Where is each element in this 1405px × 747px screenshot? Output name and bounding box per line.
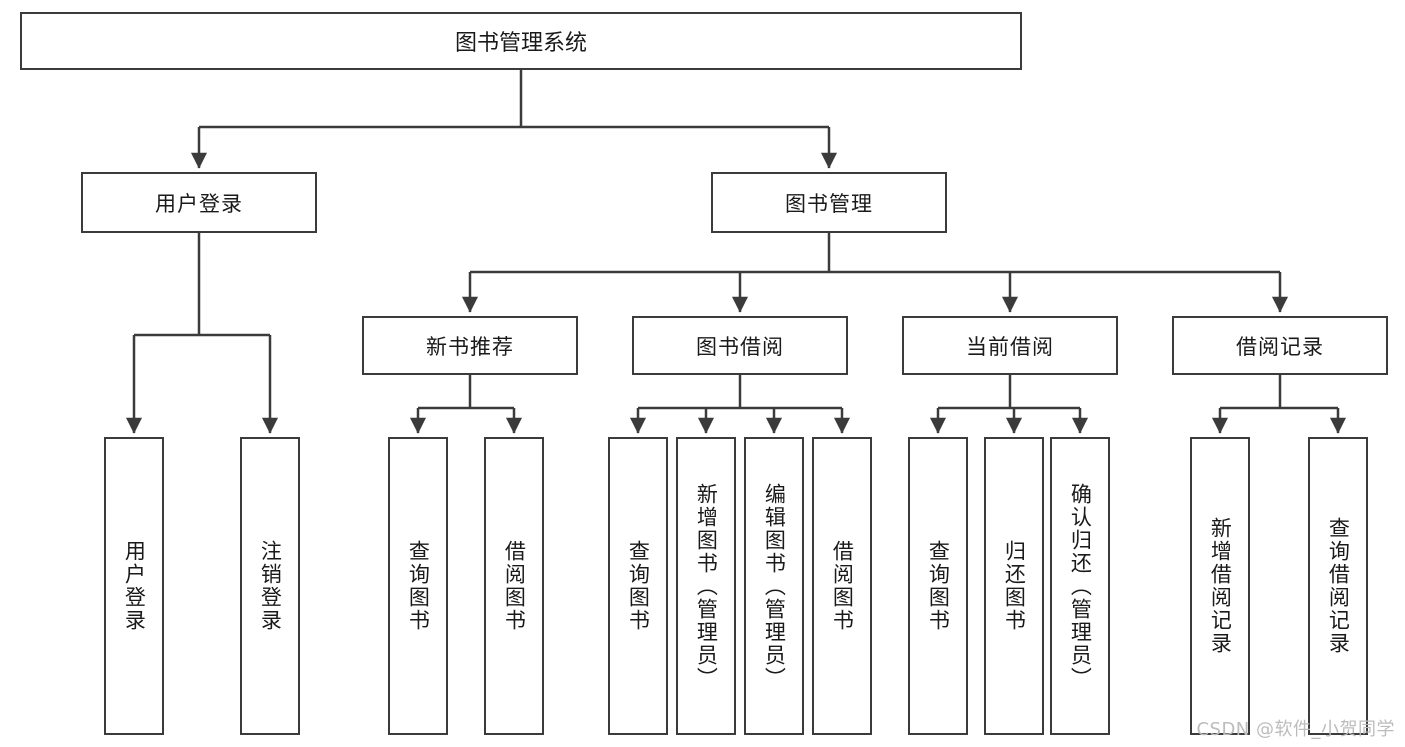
node-book-manage-label: 图书管理	[785, 191, 873, 216]
node-user-login[interactable]: 用户登录	[81, 172, 317, 233]
node-leaf-borrow-book-2[interactable]: 借阅图书	[812, 437, 872, 735]
node-leaf-query-book-1[interactable]: 查询图书	[388, 437, 448, 735]
node-leaf-borrow-book-2-label: 借阅图书	[830, 540, 855, 632]
node-book-borrow[interactable]: 图书借阅	[632, 316, 848, 375]
node-current-borrow-label: 当前借阅	[966, 334, 1054, 359]
node-book-borrow-label: 图书借阅	[696, 334, 784, 359]
node-leaf-query-record[interactable]: 查询借阅记录	[1308, 437, 1368, 735]
node-borrow-record[interactable]: 借阅记录	[1172, 316, 1388, 375]
node-leaf-edit-book-label: 编辑图书（管理员）	[762, 482, 787, 690]
node-leaf-return-book-label: 归还图书	[1002, 540, 1027, 632]
node-leaf-edit-book[interactable]: 编辑图书（管理员）	[744, 437, 804, 735]
node-root[interactable]: 图书管理系统	[20, 12, 1022, 70]
node-leaf-query-book-1-label: 查询图书	[406, 540, 431, 632]
node-leaf-add-book-label: 新增图书（管理员）	[694, 482, 719, 690]
node-root-label: 图书管理系统	[454, 31, 587, 56]
node-leaf-borrow-book-1[interactable]: 借阅图书	[484, 437, 544, 735]
node-leaf-return-book[interactable]: 归还图书	[984, 437, 1044, 735]
node-current-borrow[interactable]: 当前借阅	[902, 316, 1118, 375]
node-leaf-query-book-2-label: 查询图书	[626, 540, 651, 632]
node-book-manage[interactable]: 图书管理	[711, 172, 947, 233]
node-new-book-recommend[interactable]: 新书推荐	[362, 316, 578, 375]
node-leaf-confirm-return[interactable]: 确认归还（管理员）	[1050, 437, 1110, 735]
node-new-book-recommend-label: 新书推荐	[426, 334, 514, 359]
node-leaf-query-book-3-label: 查询图书	[926, 540, 951, 632]
node-leaf-user-login-label: 用户登录	[122, 540, 147, 632]
node-leaf-user-login[interactable]: 用户登录	[104, 437, 164, 735]
node-borrow-record-label: 借阅记录	[1236, 334, 1324, 359]
node-leaf-query-record-label: 查询借阅记录	[1326, 517, 1351, 655]
node-leaf-query-book-3[interactable]: 查询图书	[908, 437, 968, 735]
node-leaf-add-book[interactable]: 新增图书（管理员）	[676, 437, 736, 735]
node-user-login-label: 用户登录	[155, 191, 243, 216]
node-leaf-add-record-label: 新增借阅记录	[1208, 517, 1233, 655]
node-leaf-borrow-book-1-label: 借阅图书	[502, 540, 527, 632]
node-leaf-user-logout[interactable]: 注销登录	[240, 437, 300, 735]
node-leaf-user-logout-label: 注销登录	[258, 540, 283, 632]
node-leaf-confirm-return-label: 确认归还（管理员）	[1068, 482, 1093, 690]
node-leaf-query-book-2[interactable]: 查询图书	[608, 437, 668, 735]
node-leaf-add-record[interactable]: 新增借阅记录	[1190, 437, 1250, 735]
